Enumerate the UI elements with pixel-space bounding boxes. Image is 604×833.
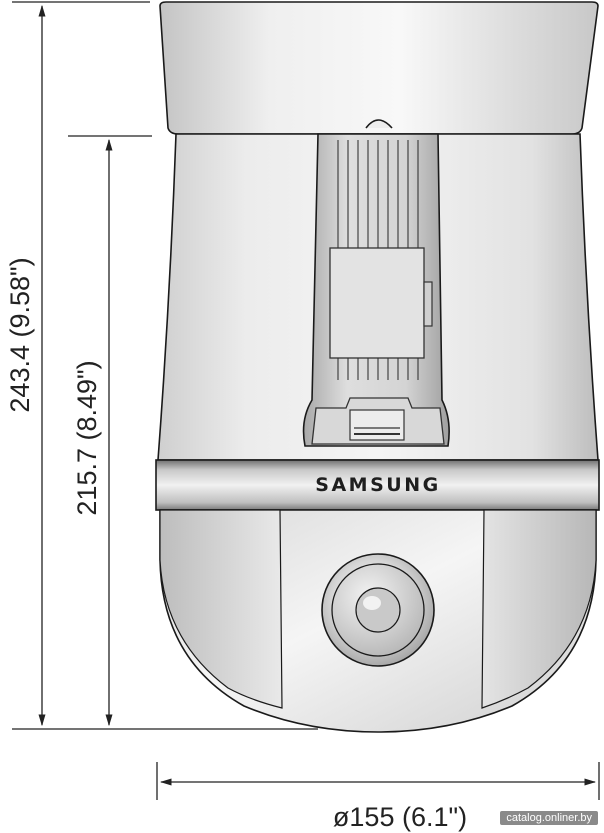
brand-logo: SAMSUNG [315,474,440,496]
brand-band [155,459,600,511]
diameter-label: ø155 (6.1") [333,802,467,832]
dome-camera: SAMSUNG [155,1,600,733]
lens-highlight [363,596,381,610]
watermark: catalog.onliner.by [500,811,598,825]
overall-height-label: 243.4 (9.58") [5,257,35,412]
lens-glass [355,587,401,633]
dome-panel-left [159,509,283,709]
body-height-label: 215.7 (8.49") [72,360,102,515]
dome-panel-right [481,509,597,709]
overall-height-dimension: 243.4 (9.58") [5,1,318,730]
mounting-cap [159,1,599,135]
internal-module-side [423,281,433,327]
housing-nub [365,119,393,129]
internal-module [329,247,425,359]
body-height-dimension: 215.7 (8.49") [68,135,152,727]
diameter-dimension: ø155 (6.1") [156,762,600,832]
internal-connector [349,409,405,441]
